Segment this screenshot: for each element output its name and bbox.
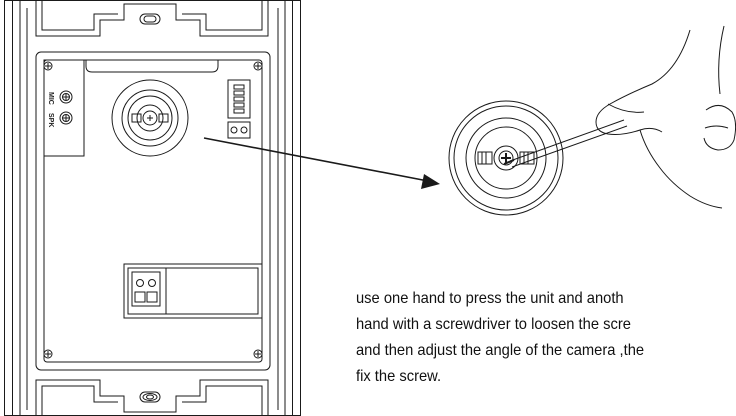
screwdriver [503, 119, 628, 168]
top-mount-slot [139, 13, 161, 25]
corner-screw-bottom-left [43, 349, 53, 359]
corner-screw-top-left [43, 61, 53, 71]
instruction-text: use one hand to press the unit and anoth… [356, 286, 706, 390]
instruction-line: hand with a screwdriver to loosen the sc… [356, 316, 631, 333]
corner-screw-top-right [253, 61, 263, 71]
corner-screw-bottom-right [253, 349, 263, 359]
bottom-terminal-block [131, 271, 161, 307]
instruction-line: and then adjust the angle of the camera … [356, 342, 645, 359]
unit-panel [35, 51, 271, 371]
mic-label: MIC [47, 92, 54, 105]
camera-lens [111, 79, 189, 157]
pointer-arrow [203, 137, 429, 182]
bottom-connector-housing [123, 263, 263, 319]
pointer-arrowhead [421, 174, 440, 189]
bottom-mount-slot [139, 391, 161, 403]
dip-switch [227, 79, 251, 119]
spk-adjust-screw [59, 111, 73, 125]
spk-label: SPK [47, 113, 54, 127]
upper-terminal-block [227, 121, 251, 139]
instruction-line: fix the screw. [356, 368, 442, 385]
zoomed-screw [501, 153, 511, 163]
hand-illustration [595, 25, 736, 209]
mic-adjust-screw [59, 90, 73, 104]
instruction-line: use one hand to press the unit and anoth [356, 290, 624, 307]
zoomed-lens-detail [448, 100, 564, 216]
